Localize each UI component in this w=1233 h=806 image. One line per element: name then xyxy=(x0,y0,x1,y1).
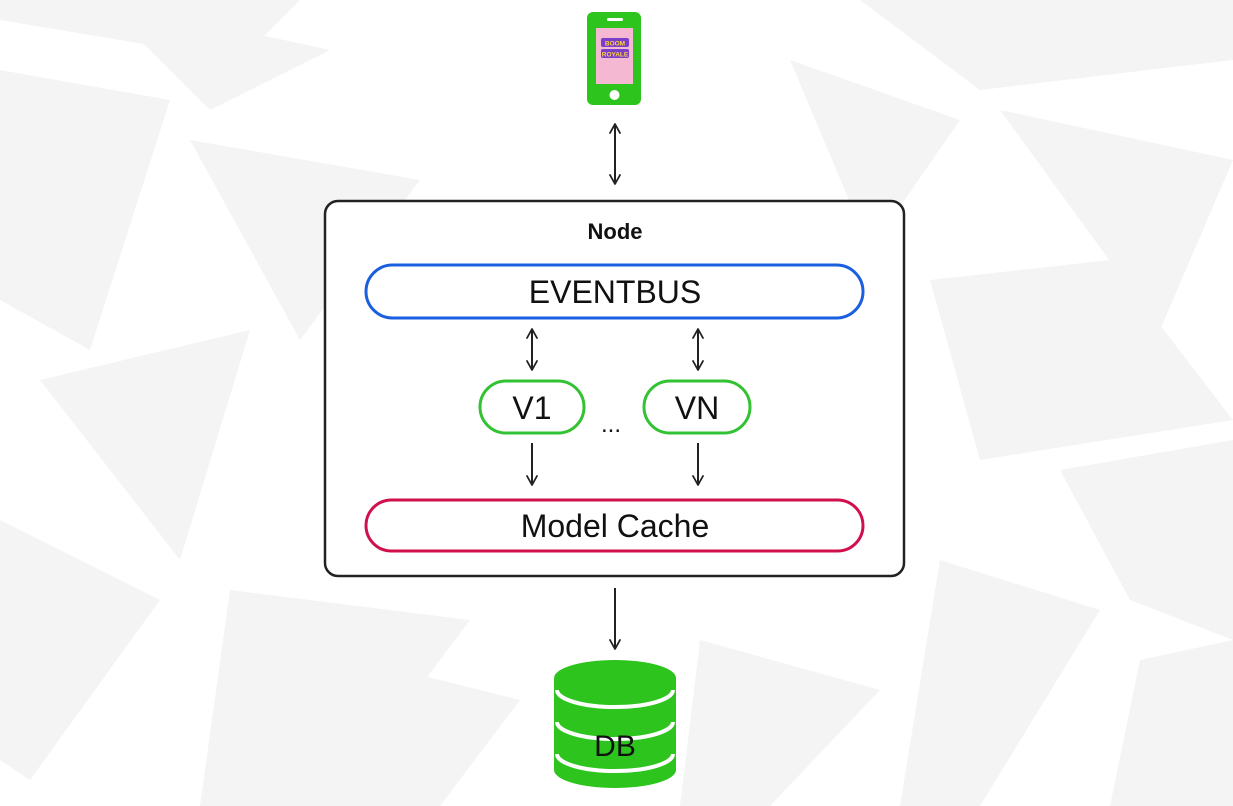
version-v1-box xyxy=(478,379,586,435)
node-title: Node xyxy=(588,219,643,244)
model-cache-label: Model Cache xyxy=(521,508,710,544)
phone-icon: BOOM ROYALE xyxy=(587,12,641,105)
database-icon xyxy=(554,660,676,788)
version-vn-box xyxy=(642,379,752,435)
eventbus-box xyxy=(364,263,865,320)
phone-home-button xyxy=(609,90,620,100)
game-logo-icon: BOOM ROYALE xyxy=(601,38,629,59)
version-v1-label: V1 xyxy=(512,390,551,426)
model-cache-box xyxy=(364,498,865,553)
logo-text-line2: ROYALE xyxy=(602,52,629,59)
eventbus-label: EVENTBUS xyxy=(529,274,701,310)
logo-text-line1: BOOM xyxy=(605,41,625,48)
phone-speaker xyxy=(607,18,623,21)
database-label: DB xyxy=(594,730,636,763)
version-vn-label: VN xyxy=(675,390,719,426)
version-ellipsis: ... xyxy=(601,411,621,438)
